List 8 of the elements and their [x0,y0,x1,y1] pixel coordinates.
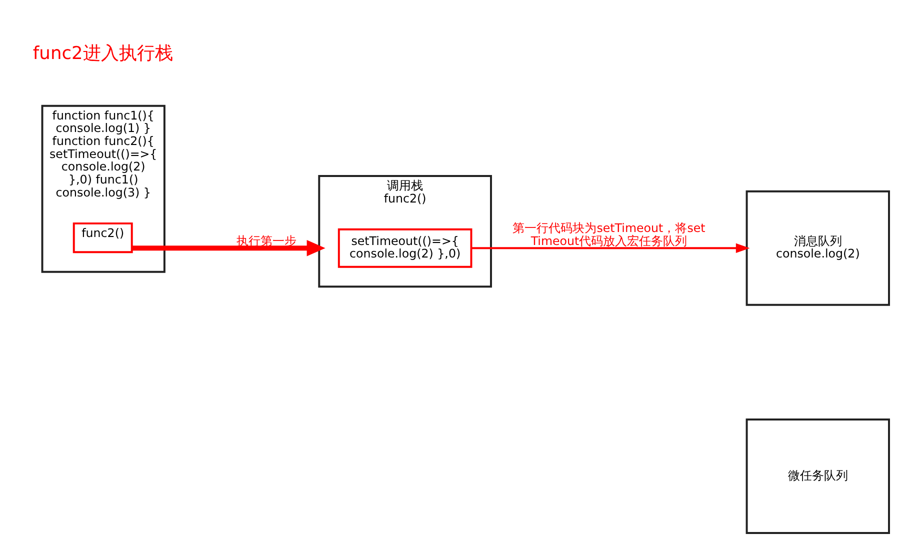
node-box: func2() [72,222,133,253]
edge-label: 第一行代码块为setTimeout，将setTimeout代码放入宏任务队列 [512,220,706,248]
node-box: 消息队列 console.log(2) [746,190,890,306]
arrow [132,240,326,256]
arrow [472,242,750,252]
label: func2进入执行栈 [32,43,173,64]
node-box: setTimeout(()=>{ console.log(2) },0) [338,228,472,268]
node-box: 微任务队列 [746,418,890,534]
